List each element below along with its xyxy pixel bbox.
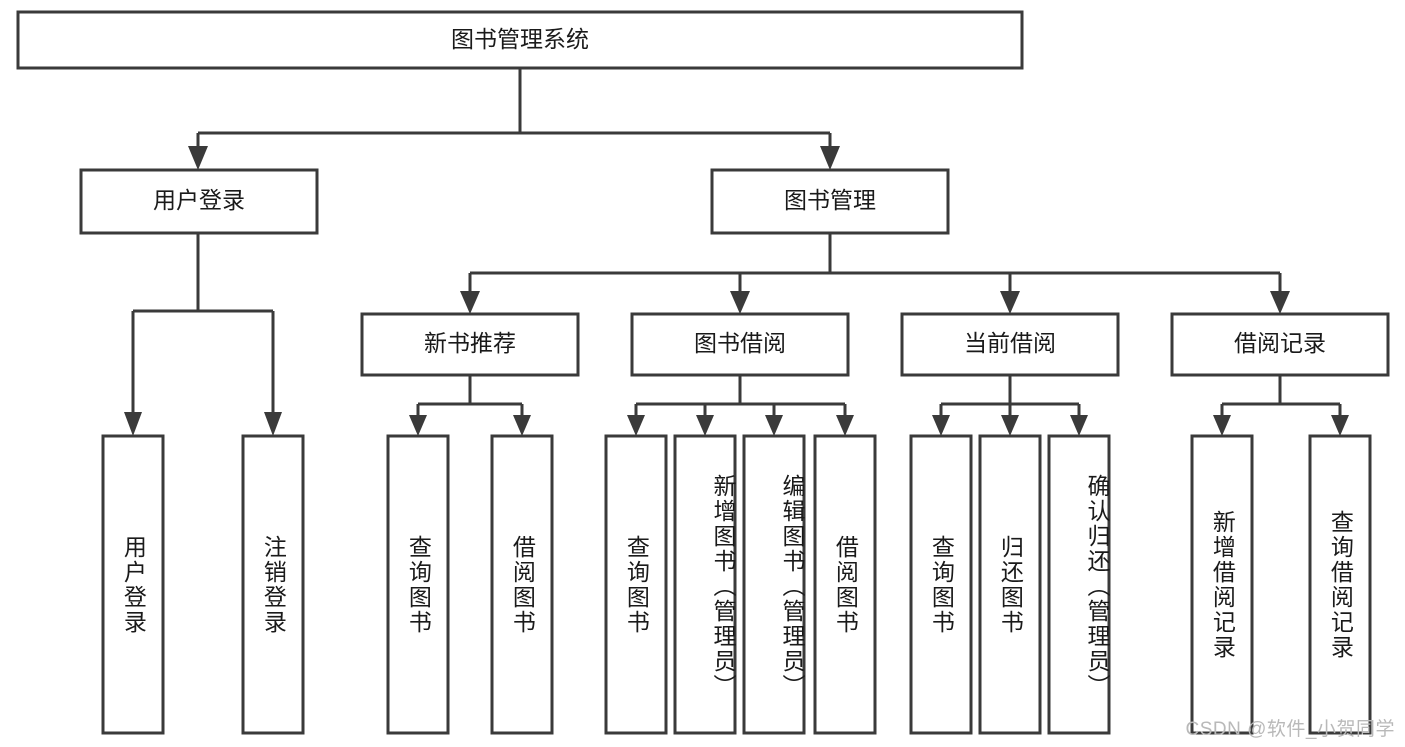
node-root-book-management-system[interactable]: [16, 10, 1024, 70]
node-leaf-confirm-return-cb[interactable]: [1047, 434, 1111, 735]
arrowhead-layer: [124, 146, 1349, 436]
arrowhead-borrow-record: [1270, 291, 1290, 314]
arrowhead-current-borrow: [1000, 291, 1020, 314]
arrowhead-new-book-recommend: [460, 291, 480, 314]
arrowhead-leaf-cb-1: [932, 415, 950, 436]
node-leaf-borrow-book-bb[interactable]: [813, 434, 877, 735]
csdn-watermark: CSDN @软件_小贺同学: [1185, 719, 1395, 740]
arrowhead-leaf-bb-4: [836, 415, 854, 436]
arrowhead-leaf-br-2: [1331, 415, 1349, 436]
node-leaf-query-book-cb[interactable]: [909, 434, 973, 735]
node-leaf-add-book-bb[interactable]: [673, 434, 737, 735]
node-current-borrow[interactable]: [900, 312, 1120, 377]
connector-layer: [131, 68, 1342, 415]
label-root: 图书管理系统: [451, 26, 589, 52]
arrowhead-book-manage: [820, 146, 840, 170]
arrowhead-user-login: [188, 146, 208, 170]
node-leaf-return-book-cb[interactable]: [978, 434, 1042, 735]
node-book-borrow[interactable]: [630, 312, 850, 377]
node-leaf-query-book-bb[interactable]: [604, 434, 668, 735]
node-book-management[interactable]: [710, 168, 950, 235]
node-label-layer: 图书管理系统 用户登录 图书管理 新书推荐 图书借阅 当前借阅 借阅记录: [153, 26, 1326, 356]
node-leaf-edit-book-bb[interactable]: [742, 434, 806, 735]
node-leaf-add-record-br[interactable]: [1190, 434, 1254, 735]
arrowhead-leaf-logout: [264, 412, 282, 436]
node-user-login[interactable]: [79, 168, 319, 235]
arrowhead-leaf-bb-1: [627, 415, 645, 436]
node-box-layer: [16, 10, 1390, 735]
node-leaf-user-login[interactable]: [101, 434, 165, 735]
arrowhead-leaf-user-login: [124, 412, 142, 436]
arrowhead-leaf-nb-2: [513, 415, 531, 436]
arrowhead-leaf-cb-2: [1001, 415, 1019, 436]
label-new-book-recommend: 新书推荐: [424, 330, 516, 356]
node-leaf-query-record-br[interactable]: [1308, 434, 1372, 735]
node-borrow-record[interactable]: [1170, 312, 1390, 377]
label-book-management: 图书管理: [784, 187, 876, 213]
arrowhead-leaf-nb-1: [409, 415, 427, 436]
arrowhead-book-borrow: [730, 291, 750, 314]
arrowhead-leaf-bb-3: [765, 415, 783, 436]
node-leaf-logout-login[interactable]: [241, 434, 305, 735]
label-user-login: 用户登录: [153, 187, 245, 213]
label-borrow-record: 借阅记录: [1234, 330, 1326, 356]
arrowhead-leaf-cb-3: [1070, 415, 1088, 436]
node-new-book-recommend[interactable]: [360, 312, 580, 377]
node-leaf-query-book-nb[interactable]: [386, 434, 450, 735]
label-book-borrow: 图书借阅: [694, 330, 786, 356]
label-current-borrow: 当前借阅: [964, 330, 1056, 356]
arrowhead-leaf-bb-2: [696, 415, 714, 436]
node-leaf-borrow-book-nb[interactable]: [490, 434, 554, 735]
arrowhead-leaf-br-1: [1213, 415, 1231, 436]
